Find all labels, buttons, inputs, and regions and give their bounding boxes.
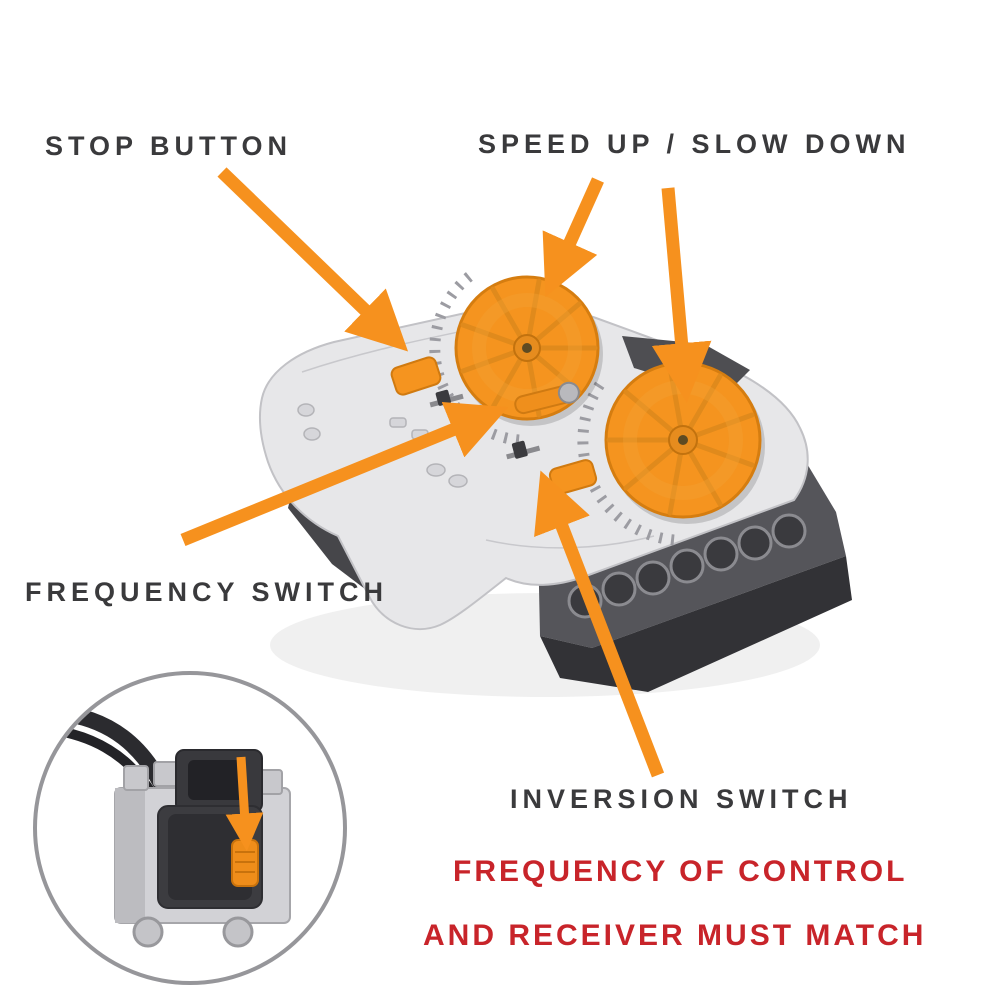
top-slider-switch xyxy=(429,389,464,408)
speed-label: SPEED UP / SLOW DOWN xyxy=(478,129,911,159)
receiver-studs xyxy=(123,761,283,795)
left-dial-tick-scale xyxy=(429,268,520,446)
frequency-switch-label: FREQUENCY SWITCH xyxy=(25,577,389,607)
right-speed-dial xyxy=(604,361,765,524)
speed-left-dial-arrow xyxy=(542,177,604,298)
frequency-switch-arrow xyxy=(180,402,509,547)
inversion-switch xyxy=(506,440,541,460)
receiver-inset xyxy=(37,704,291,948)
receiver-channel-switch xyxy=(231,839,259,887)
stop-button-arrow xyxy=(217,167,409,352)
annotation-arrows xyxy=(180,167,712,852)
speed-right-dial-arrow xyxy=(651,187,712,403)
stop-button-label: STOP BUTTON xyxy=(45,131,293,161)
inversion-switch-arrow xyxy=(534,470,665,778)
frequency-switch xyxy=(514,381,580,415)
body-studs xyxy=(297,403,468,488)
receiver-ir-lens xyxy=(188,760,244,800)
warning-line-1: FREQUENCY OF CONTROL xyxy=(453,855,908,888)
stop-button xyxy=(390,356,442,396)
warning-line-2: AND RECEIVER MUST MATCH xyxy=(423,919,927,952)
receiver-body-shade xyxy=(115,788,145,923)
remote-control xyxy=(259,268,852,697)
receiver-bottom-holes xyxy=(132,916,254,948)
inset-switch-arrow xyxy=(225,756,264,852)
inversion-switch-label: INVERSION SWITCH xyxy=(510,784,853,814)
